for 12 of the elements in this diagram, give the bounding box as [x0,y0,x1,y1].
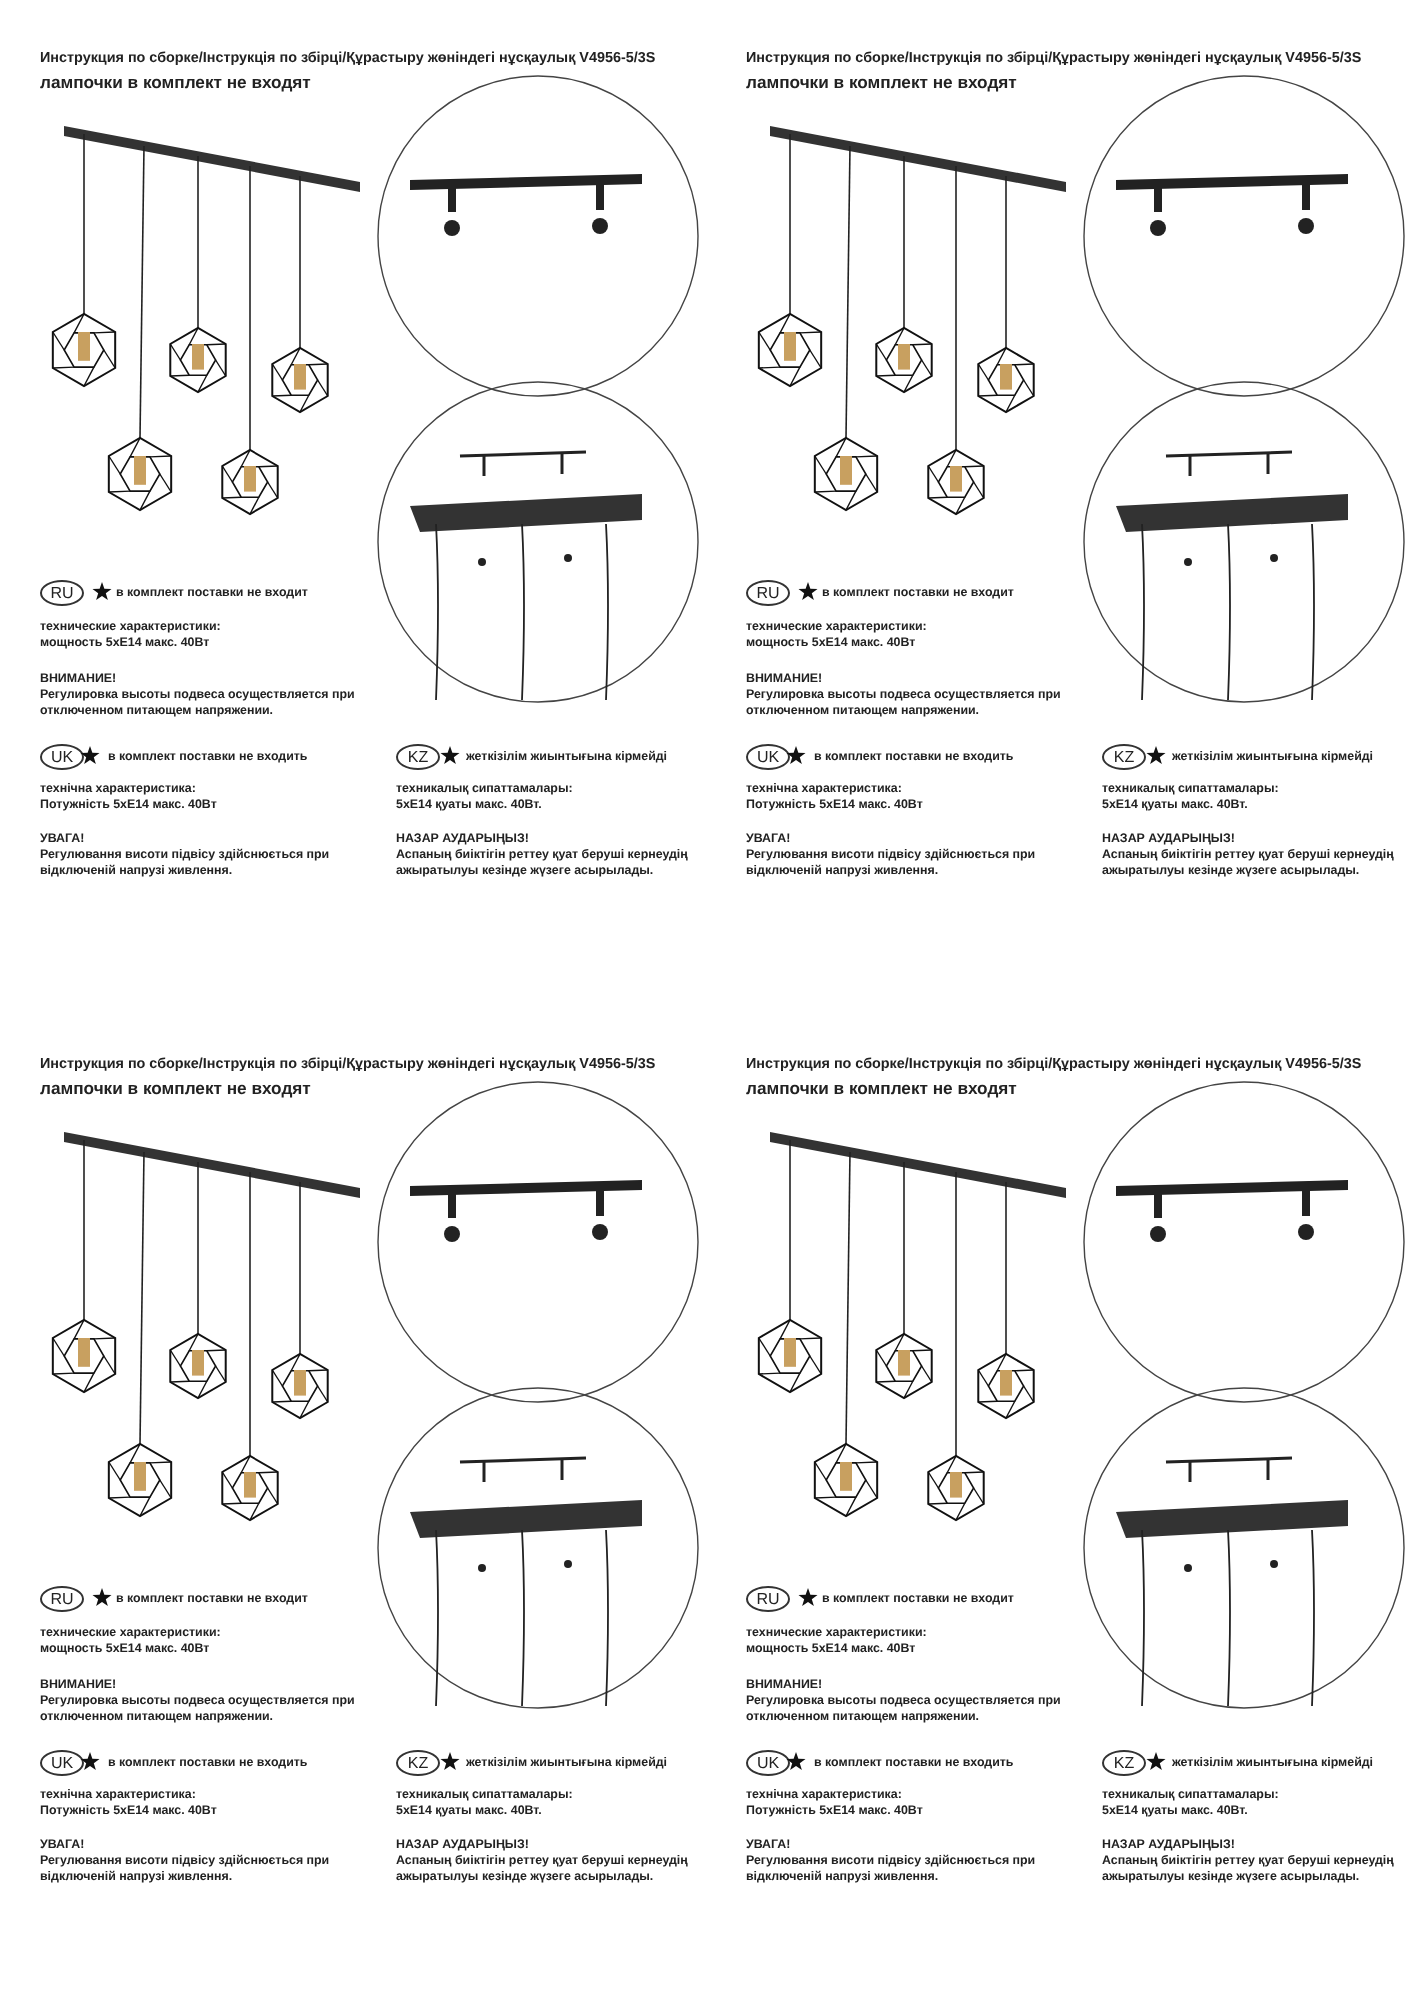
subtitle: лампочки в комплект не входят [40,76,311,92]
language-badge: RU [40,1586,84,1612]
language-badge: KZ [396,1750,440,1776]
language-badge: KZ [1102,1750,1146,1776]
subtitle: лампочки в комплект не входят [746,1082,1017,1098]
language-badge: KZ [1102,744,1146,770]
language-badge: RU [746,1586,790,1612]
language-badge: KZ [396,744,440,770]
language-badge: RU [40,580,84,606]
subtitle: лампочки в комплект не входят [40,1082,311,1098]
language-badge: RU [746,580,790,606]
subtitle: лампочки в комплект не входят [746,76,1017,92]
